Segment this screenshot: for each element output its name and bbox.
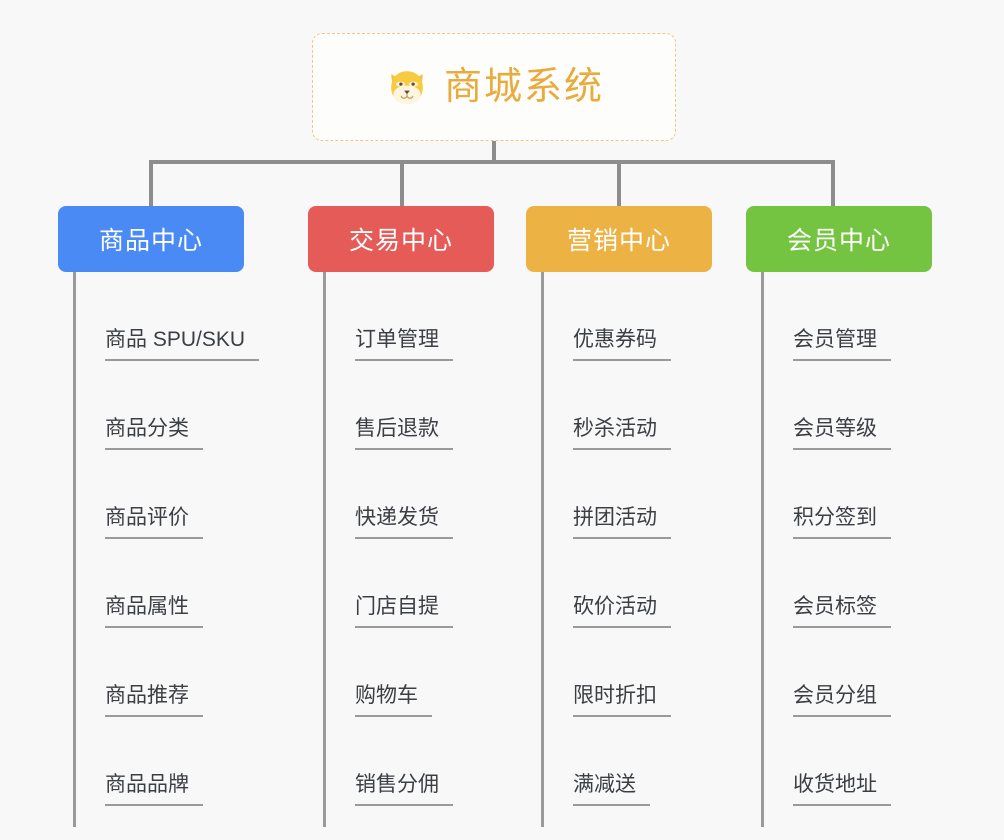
leaf-item[interactable]: 拼团活动 [541, 450, 756, 539]
leaf-item[interactable]: 快递发货 [323, 450, 538, 539]
leaf-column-trade-center: 订单管理 售后退款 快递发货 门店自提 购物车 销售分佣 [323, 272, 538, 827]
leaf-rail [541, 272, 544, 827]
category-box-product-center[interactable]: 商品中心 [58, 206, 244, 272]
leaf-item-label: 商品推荐 [105, 685, 203, 717]
root-title: 商城系统 [443, 66, 604, 108]
leaf-item-label: 秒杀活动 [573, 418, 671, 450]
connector-drop-3 [617, 160, 621, 206]
leaf-item-label: 快递发货 [355, 507, 453, 539]
connector-horizontal-bus [149, 160, 835, 164]
category-label: 会员中心 [786, 227, 891, 255]
leaf-item[interactable]: 销售分佣 [323, 717, 538, 806]
leaf-column-marketing-center: 优惠券码 秒杀活动 拼团活动 砍价活动 限时折扣 满减送 [541, 272, 756, 827]
leaf-item[interactable]: 会员标签 [761, 539, 976, 628]
leaf-item-label: 收货地址 [793, 774, 891, 806]
leaf-item[interactable]: 门店自提 [323, 539, 538, 628]
leaf-rail [73, 272, 76, 827]
leaf-column-product-center: 商品 SPU/SKU 商品分类 商品评价 商品属性 商品推荐 商品品牌 [73, 272, 288, 827]
leaf-item-label: 商品分类 [105, 418, 203, 450]
connector-drop-4 [831, 160, 835, 206]
leaf-item-label: 商品 SPU/SKU [105, 329, 260, 361]
leaf-item-label: 商品评价 [105, 507, 203, 539]
leaf-item-label: 购物车 [355, 685, 432, 717]
leaf-item[interactable]: 商品属性 [73, 539, 288, 628]
leaf-item-label: 会员等级 [793, 418, 891, 450]
connector-drop-2 [400, 160, 404, 206]
leaf-item-label: 限时折扣 [573, 685, 671, 717]
leaf-item[interactable]: 商品 SPU/SKU [73, 272, 288, 361]
leaf-item-label: 优惠券码 [573, 329, 671, 361]
leaf-item-label: 积分签到 [793, 507, 891, 539]
leaf-column-member-center: 会员管理 会员等级 积分签到 会员标签 会员分组 收货地址 [761, 272, 976, 827]
leaf-item-label: 订单管理 [355, 329, 453, 361]
category-label: 商品中心 [98, 227, 203, 255]
leaf-rail [761, 272, 764, 827]
leaf-item[interactable]: 商品品牌 [73, 717, 288, 806]
category-box-member-center[interactable]: 会员中心 [746, 206, 932, 272]
leaf-item-label: 门店自提 [355, 596, 453, 628]
connector-root-stem [492, 141, 496, 164]
category-box-marketing-center[interactable]: 营销中心 [526, 206, 712, 272]
category-label: 交易中心 [348, 227, 453, 255]
leaf-item[interactable]: 优惠券码 [541, 272, 756, 361]
category-label: 营销中心 [566, 227, 671, 255]
connector-drop-1 [149, 160, 153, 206]
category-box-trade-center[interactable]: 交易中心 [308, 206, 494, 272]
leaf-item-label: 会员标签 [793, 596, 891, 628]
leaf-item-label: 会员分组 [793, 685, 891, 717]
leaf-rail [323, 272, 326, 827]
leaf-item[interactable]: 购物车 [323, 628, 538, 717]
leaf-item-label: 商品品牌 [105, 774, 203, 806]
leaf-item[interactable]: 积分签到 [761, 450, 976, 539]
leaf-item[interactable]: 商品分类 [73, 361, 288, 450]
leaf-item[interactable]: 会员等级 [761, 361, 976, 450]
leaf-item-label: 商品属性 [105, 596, 203, 628]
leaf-item[interactable]: 售后退款 [323, 361, 538, 450]
leaf-item[interactable]: 满减送 [541, 717, 756, 806]
leaf-item-label: 会员管理 [793, 329, 891, 361]
leaf-item-label: 销售分佣 [355, 774, 453, 806]
leaf-item-label: 满减送 [573, 774, 650, 806]
leaf-item[interactable]: 商品评价 [73, 450, 288, 539]
leaf-item[interactable]: 会员分组 [761, 628, 976, 717]
leaf-item-label: 砍价活动 [573, 596, 671, 628]
leaf-item[interactable]: 限时折扣 [541, 628, 756, 717]
leaf-item[interactable]: 订单管理 [323, 272, 538, 361]
leaf-item[interactable]: 砍价活动 [541, 539, 756, 628]
leaf-item-label: 拼团活动 [573, 507, 671, 539]
leaf-item[interactable]: 会员管理 [761, 272, 976, 361]
shiba-dog-icon [384, 64, 430, 110]
leaf-item[interactable]: 收货地址 [761, 717, 976, 806]
leaf-item[interactable]: 商品推荐 [73, 628, 288, 717]
leaf-item-label: 售后退款 [355, 418, 453, 450]
leaf-item[interactable]: 秒杀活动 [541, 361, 756, 450]
root-node-mall-system[interactable]: 商城系统 [312, 33, 676, 141]
